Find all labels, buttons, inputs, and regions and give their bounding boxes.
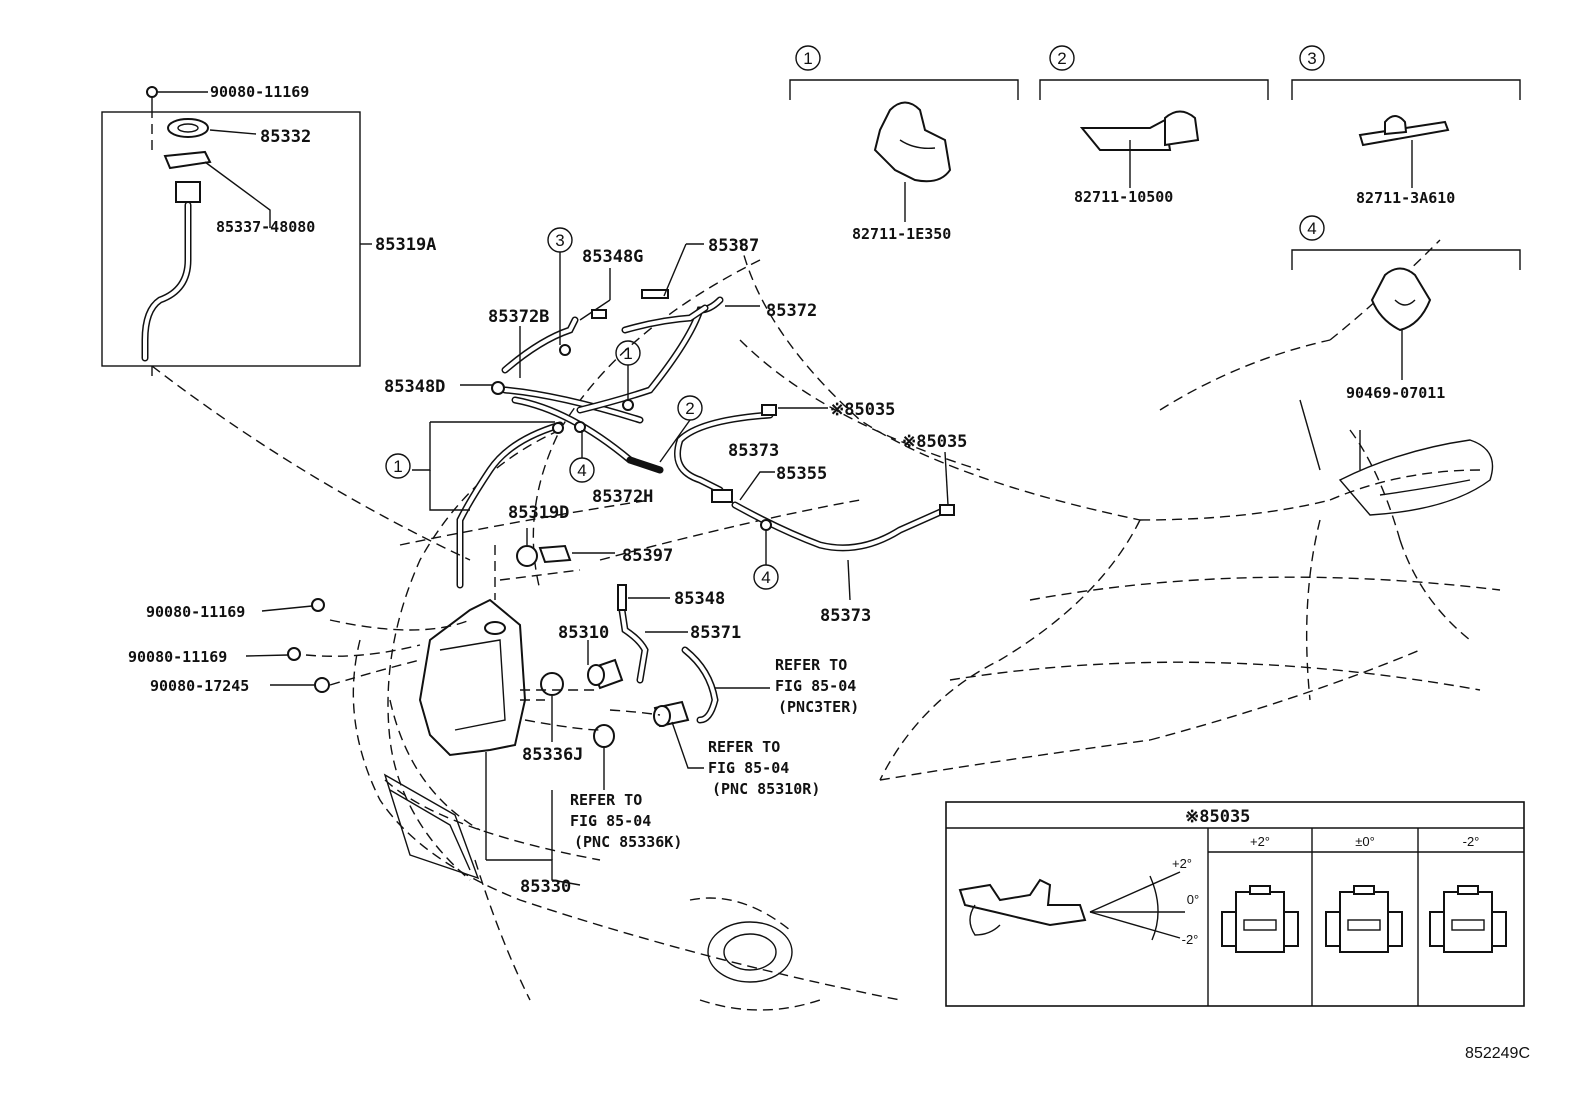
refer2-line2: FIG 85-04 [570,812,651,830]
angle-plus: +2° [1172,856,1192,871]
clip-detail-3 [1291,45,1521,188]
refer1-line2: FIG 85-04 [708,759,789,777]
label-85348D: 85348D [384,377,445,397]
angle-zero: 0° [1187,892,1199,907]
label-85337: 85337-48080 [216,218,315,236]
label-85035a: ※85035 [830,400,895,420]
callout-1a: 1 [623,344,632,363]
clip-1-num: 1 [803,49,812,68]
label-85397: 85397 [622,546,673,566]
label-85319D: 85319D [508,503,569,523]
part-labels: 90080-11169 85332 85337-48080 85319A 853… [128,83,1455,897]
callout-4b: 4 [761,568,770,587]
label-85035b: ※85035 [902,432,967,452]
label-85372: 85372 [766,301,817,321]
refer2-line3: (PNC 85336K) [574,833,682,851]
refer2-line1: REFER TO [570,791,642,809]
inset-title: ※85035 [1185,807,1250,827]
refer1-line3: (PNC 85310R) [712,780,820,798]
car-body-outline [352,239,1501,1011]
label-85348G: 85348G [582,247,643,267]
inset-col-plus: +2° [1250,834,1270,849]
label-90080-c: 90080-17245 [150,677,249,695]
refer3-line2: FIG 85-04 [775,677,856,695]
refer3-line3: (PNC3TER) [778,698,859,716]
leader-lines [151,243,949,886]
label-clip2-part: 82711-10500 [1074,188,1173,206]
label-85319A: 85319A [375,235,436,255]
label-85355: 85355 [776,464,827,484]
angle-minus: -2° [1182,932,1199,947]
callout-1b: 1 [393,457,402,476]
inset-col-zero: ±0° [1355,834,1375,849]
label-clip4-part: 90469-07011 [1346,384,1445,402]
label-clip1-part: 82711-1E350 [852,225,951,243]
label-85330: 85330 [520,877,571,897]
refer3-line1: REFER TO [775,656,847,674]
clip-detail-4 [1291,215,1521,380]
label-85348: 85348 [674,589,725,609]
callout-4a: 4 [577,461,586,480]
gauge-minus2 [1429,885,1507,953]
label-85371: 85371 [690,623,741,643]
label-clip3-part: 82711-3A610 [1356,189,1455,207]
filler-neck-box [101,86,372,380]
nozzle-adjust-inset: ※85035 +2° ±0° -2° +2° 0° -2° [945,801,1525,1007]
inset-col-minus: -2° [1463,834,1480,849]
gauge-zero [1325,885,1403,953]
label-85310: 85310 [558,623,609,643]
callout-circles: 3 1 2 1 4 4 1 2 3 4 [385,49,1317,590]
label-85373b: 85373 [820,606,871,626]
gauge-plus2 [1221,885,1299,953]
label-85336J: 85336J [522,745,583,765]
label-85372B: 85372B [488,307,549,327]
callout-3: 3 [555,231,564,250]
label-85332: 85332 [260,127,311,147]
label-90080-b: 90080-11169 [128,648,227,666]
clip-2-num: 2 [1057,49,1066,68]
clip-detail-1 [789,45,1019,222]
clip-3-num: 3 [1307,49,1316,68]
label-85373a: 85373 [728,441,779,461]
clip-detail-2 [1039,45,1269,188]
callout-2: 2 [685,399,694,418]
label-90080-a: 90080-11169 [146,603,245,621]
refer-notes: REFER TO FIG 85-04 (PNC3TER) REFER TO FI… [570,656,859,851]
label-85372H: 85372H [592,487,653,507]
label-90080-top: 90080-11169 [210,83,309,101]
clip-4-num: 4 [1307,219,1316,238]
washer-tank [418,598,527,860]
label-85387: 85387 [708,236,759,256]
refer1-line1: REFER TO [708,738,780,756]
diagram-id: 852249C [1465,1045,1530,1062]
